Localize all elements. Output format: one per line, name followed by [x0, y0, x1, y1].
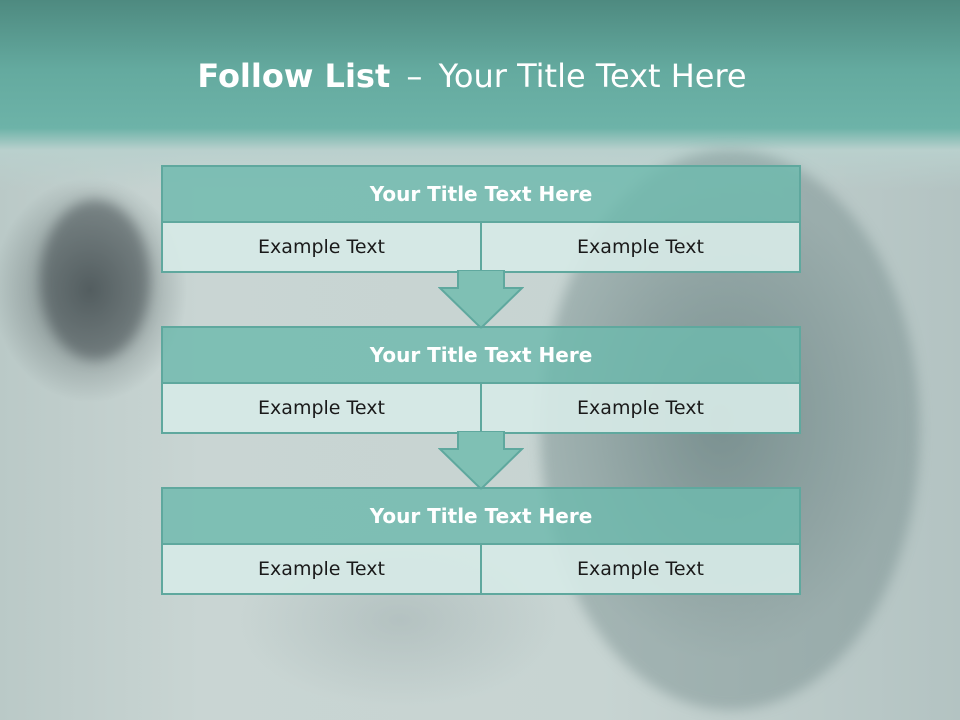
step-box-1: Your Title Text Here Example Text Exampl…: [161, 165, 801, 273]
down-arrow-icon: [438, 270, 524, 330]
step-box-2: Your Title Text Here Example Text Exampl…: [161, 326, 801, 434]
step-row: Example Text Example Text: [163, 223, 799, 271]
background-equipment-shape: [40, 200, 150, 360]
step-row: Example Text Example Text: [163, 384, 799, 432]
down-arrow-icon: [438, 431, 524, 491]
step-cell-left: Example Text: [163, 223, 480, 271]
step-title: Your Title Text Here: [163, 328, 799, 384]
step-title: Your Title Text Here: [163, 167, 799, 223]
step-cell-right: Example Text: [480, 384, 799, 432]
step-title: Your Title Text Here: [163, 489, 799, 545]
step-cell-left: Example Text: [163, 545, 480, 593]
step-cell-right: Example Text: [480, 223, 799, 271]
step-row: Example Text Example Text: [163, 545, 799, 593]
slide-title-rest: Your Title Text Here: [438, 57, 747, 95]
slide-title-separator: –: [406, 57, 423, 95]
slide-title-bold: Follow List: [197, 57, 391, 95]
step-cell-right: Example Text: [480, 545, 799, 593]
step-box-3: Your Title Text Here Example Text Exampl…: [161, 487, 801, 595]
slide-title: Follow List – Your Title Text Here: [0, 54, 944, 98]
step-cell-left: Example Text: [163, 384, 480, 432]
